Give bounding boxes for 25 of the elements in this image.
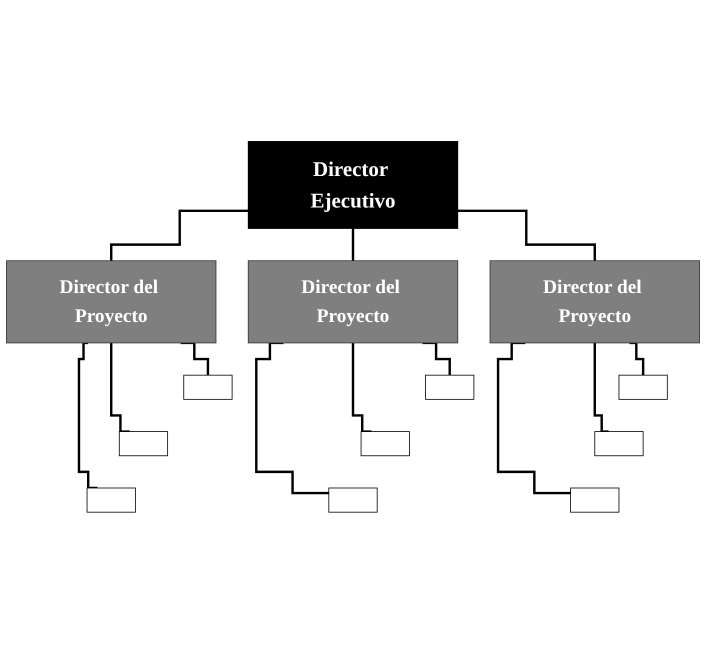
node-box xyxy=(425,374,474,400)
connector xyxy=(630,342,644,377)
connector xyxy=(352,342,372,433)
connector xyxy=(422,342,451,377)
connector xyxy=(594,342,609,433)
node-box: Director del Proyecto xyxy=(490,260,700,344)
node-box xyxy=(86,488,136,513)
node-box xyxy=(570,488,620,513)
connector xyxy=(496,342,571,494)
connector xyxy=(255,342,329,494)
node-box xyxy=(618,374,668,400)
node-box: Director del Proyecto xyxy=(248,260,458,344)
node-box xyxy=(328,488,378,513)
node-box: Director Ejecutivo xyxy=(248,141,458,230)
node-box xyxy=(360,431,410,456)
connector xyxy=(352,227,354,262)
node-box xyxy=(183,374,233,400)
node-box: Director del Proyecto xyxy=(6,260,216,344)
connector xyxy=(78,342,98,490)
connector xyxy=(110,342,130,433)
node-box xyxy=(594,431,644,456)
connector xyxy=(458,210,596,262)
connector xyxy=(110,210,248,262)
node-box xyxy=(118,431,168,456)
connector xyxy=(180,342,210,377)
